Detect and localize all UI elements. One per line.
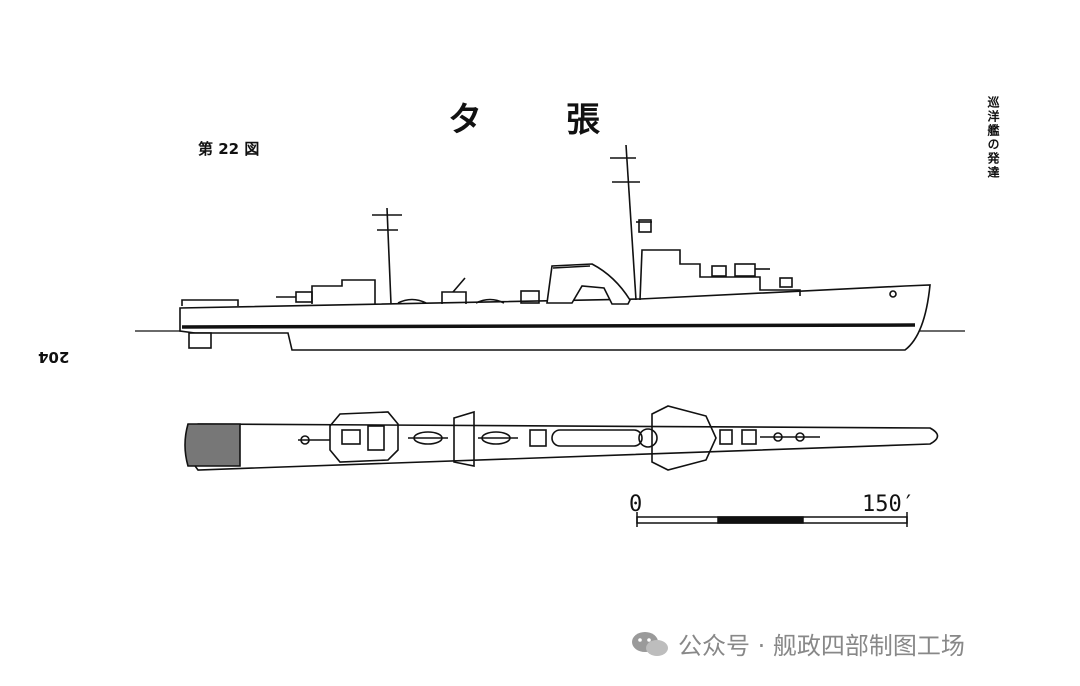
section-heading-vertical: 巡洋艦の発達 [986,96,1000,180]
watermark: 公众号 · 舰政四部制图工场 [630,626,965,661]
ship-name-char-2: 張 [566,100,600,140]
figure-label: 第 22 図 [198,140,260,158]
wechat-icon [632,631,668,656]
scale-start-label: 0 [629,492,643,517]
page-number: 204 [38,348,70,366]
scale-end-label: 150′ [862,492,915,517]
scale-bar [636,512,908,527]
ship-side-profile [179,144,931,351]
ship-plan-view [184,405,939,471]
watermark-text: 公众号 · 舰政四部制图工场 [678,632,965,660]
ship-name-char-1: タ [448,100,482,140]
